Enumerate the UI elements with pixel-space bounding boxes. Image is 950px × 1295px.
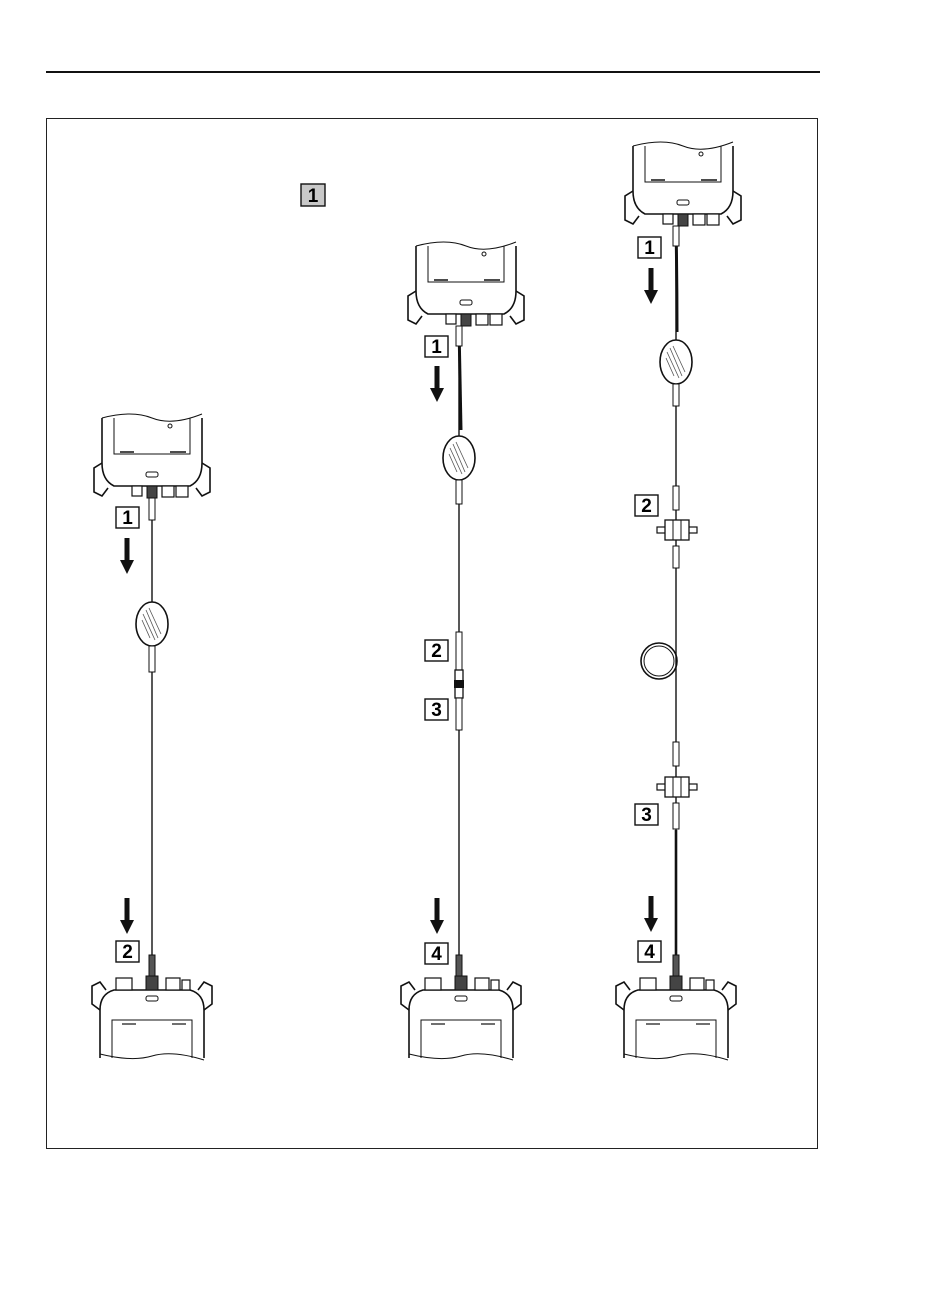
down-arrow-icon	[120, 898, 134, 934]
top-test-unit	[408, 242, 524, 326]
down-arrow-icon	[430, 898, 444, 934]
svg-text:2: 2	[431, 641, 442, 662]
svg-text:2: 2	[122, 942, 133, 963]
fiber-coil	[641, 643, 677, 679]
step-label-box: 2	[116, 941, 139, 963]
legend-step-label: 1	[308, 186, 319, 207]
top-test-unit	[94, 414, 210, 498]
svg-text:1: 1	[644, 238, 655, 259]
svg-text:4: 4	[644, 942, 655, 963]
svg-text:1: 1	[122, 508, 133, 529]
patch-panel-bulkhead	[657, 777, 697, 797]
step-label-box: 1	[116, 507, 139, 529]
down-arrow-icon	[644, 896, 658, 932]
step-label-box: 1	[638, 237, 661, 259]
down-arrow-icon	[430, 366, 444, 402]
bottom-meter	[92, 976, 212, 1060]
step-label-box: 2	[425, 640, 448, 662]
svg-text:2: 2	[641, 496, 652, 517]
panel-3: 1 2 3 4	[616, 142, 741, 1060]
step-label-box: 4	[638, 941, 661, 963]
bottom-meter	[616, 976, 736, 1060]
bottom-meter	[401, 976, 521, 1060]
down-arrow-icon	[644, 268, 658, 304]
svg-text:3: 3	[641, 805, 652, 826]
step-label-box: 1	[425, 336, 448, 358]
step-label-box: 4	[425, 943, 448, 965]
legend-step-box: 1	[301, 184, 325, 207]
step-label-box: 2	[635, 495, 658, 517]
top-test-unit	[625, 142, 741, 226]
step-label-box: 3	[425, 699, 448, 721]
svg-text:3: 3	[431, 700, 442, 721]
panel-2: 1 2 3 4	[401, 242, 524, 1060]
svg-text:1: 1	[431, 337, 442, 358]
adapter-coupler	[454, 670, 464, 698]
mandrel-oval	[443, 436, 475, 480]
down-arrow-icon	[120, 538, 134, 574]
step-label-box: 3	[635, 804, 658, 826]
mandrel-oval	[660, 340, 692, 384]
patch-panel-bulkhead	[657, 520, 697, 540]
panel-1: 1 2	[92, 414, 212, 1060]
svg-text:4: 4	[431, 944, 442, 965]
mandrel-oval	[136, 602, 168, 646]
